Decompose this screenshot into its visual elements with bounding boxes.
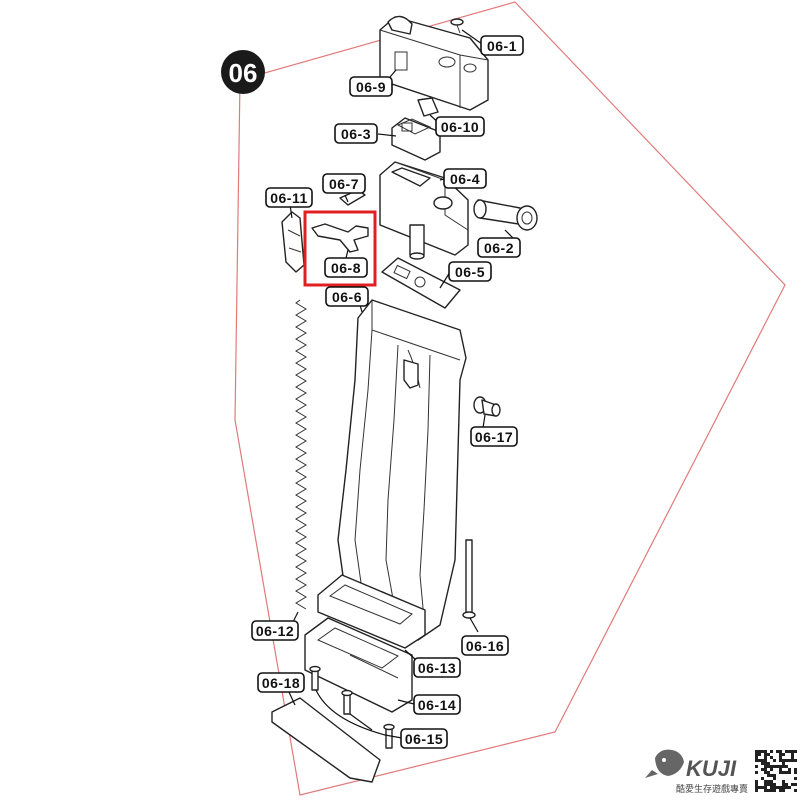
label-06-10: 06-10 — [435, 116, 485, 137]
part-06-1-screw — [450, 18, 464, 34]
part-06-13-baseplate — [317, 574, 426, 649]
svg-text:06-17: 06-17 — [475, 429, 513, 445]
label-06-11: 06-11 — [265, 187, 313, 208]
part-06-15-screws — [309, 665, 395, 749]
label-06-6: 06-6 — [325, 286, 369, 307]
part-06-14-baseplate-insert — [304, 617, 413, 713]
part-labels: 06-1 06-9 06-10 06-3 06-7 06-4 06-11 06-… — [251, 35, 524, 749]
part-06-16-rod — [462, 539, 476, 619]
svg-text:06-5: 06-5 — [455, 264, 485, 280]
svg-text:06-6: 06-6 — [332, 289, 362, 305]
mascot-logo-icon — [645, 749, 684, 778]
part-06-17-knob — [473, 396, 501, 417]
brand-name: KUJI — [686, 756, 737, 781]
group-number: 06 — [229, 58, 258, 88]
label-06-4: 06-4 — [443, 168, 487, 189]
svg-text:06-18: 06-18 — [262, 675, 300, 691]
label-06-12: 06-12 — [251, 620, 299, 641]
label-06-7: 06-7 — [322, 173, 366, 194]
svg-text:06-16: 06-16 — [466, 638, 504, 654]
svg-text:06-10: 06-10 — [441, 119, 479, 135]
label-06-14: 06-14 — [413, 694, 461, 715]
svg-text:06-13: 06-13 — [418, 660, 456, 676]
label-06-9: 06-9 — [349, 76, 393, 97]
label-06-15: 06-15 — [400, 728, 448, 749]
svg-text:06-12: 06-12 — [256, 623, 294, 639]
label-06-2: 06-2 — [477, 237, 521, 258]
svg-text:06-7: 06-7 — [329, 176, 359, 192]
highlight-box-06-8 — [303, 210, 377, 287]
svg-text:06-3: 06-3 — [341, 126, 371, 142]
part-06-11-follower — [281, 211, 305, 273]
part-06-18-floorplate — [271, 697, 381, 783]
part-06-2-nozzle — [473, 199, 538, 231]
part-06-9-housing — [379, 15, 489, 111]
label-06-5: 06-5 — [448, 261, 492, 282]
label-06-18: 06-18 — [257, 672, 305, 693]
label-06-3: 06-3 — [334, 123, 378, 144]
brand-tagline: 酷愛生存遊戲專賣 — [676, 783, 748, 795]
part-06-5-plate — [381, 257, 461, 309]
label-06-16: 06-16 — [461, 635, 509, 656]
svg-text:06-11: 06-11 — [270, 190, 308, 206]
label-06-13: 06-13 — [413, 657, 461, 678]
part-06-12-spring — [295, 299, 307, 610]
svg-text:06-15: 06-15 — [405, 731, 443, 747]
leader-lines — [287, 29, 516, 739]
label-06-17: 06-17 — [470, 426, 518, 447]
svg-text:06-8: 06-8 — [331, 260, 361, 276]
svg-text:06-1: 06-1 — [487, 38, 517, 54]
svg-text:06-4: 06-4 — [450, 171, 480, 187]
group-number-badge: 06 — [221, 50, 265, 94]
part-06-8-catch — [311, 223, 369, 253]
part-06-3-valve — [391, 117, 441, 161]
part-06-10-clip — [417, 97, 439, 117]
part-06-6-magazine-body — [337, 299, 467, 641]
svg-text:06-14: 06-14 — [418, 697, 456, 713]
svg-text:06-9: 06-9 — [356, 79, 386, 95]
qr-code-icon — [755, 750, 797, 792]
svg-text:06-2: 06-2 — [484, 240, 514, 256]
label-06-8: 06-8 — [324, 257, 368, 278]
label-06-1: 06-1 — [480, 35, 524, 56]
brand-logo: KUJI 酷愛生存遊戲專賣 — [645, 749, 748, 795]
